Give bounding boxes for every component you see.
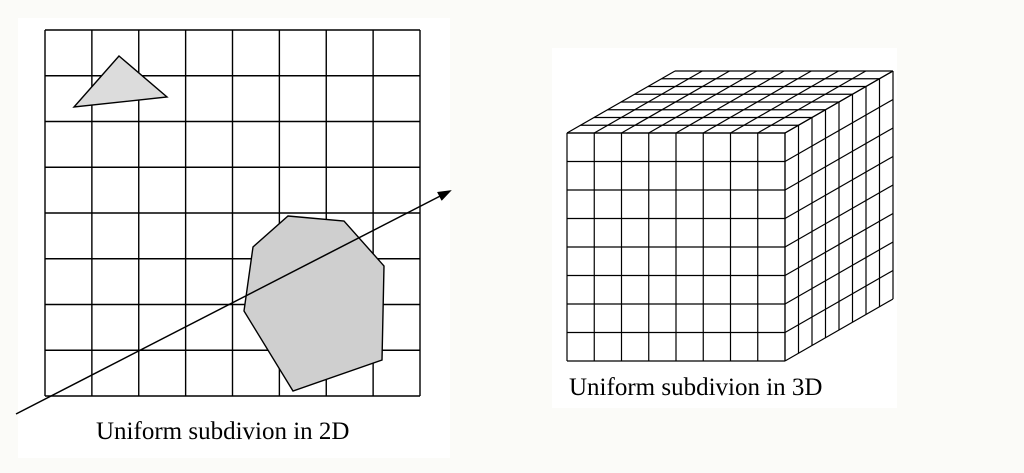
cube-side-line-depth <box>784 269 894 334</box>
caption-3d: Uniform subdivion in 3D <box>569 374 823 401</box>
cube-top-line-depth <box>730 70 839 134</box>
cube-3d <box>566 70 894 362</box>
cube-top-line-depth <box>702 70 812 134</box>
cube-side-face <box>784 70 894 362</box>
polygon-object <box>243 215 385 392</box>
cube-side-line-depth <box>784 241 894 305</box>
caption-2d: Uniform subdivion in 2D <box>96 418 350 445</box>
cube-side-line-depth <box>784 212 894 277</box>
cube-side-line-depth <box>784 298 894 362</box>
triangle-object <box>72 55 169 108</box>
ray-arrow <box>15 190 452 415</box>
cube-top-line-depth <box>757 70 867 134</box>
cube-front-face <box>566 132 786 362</box>
cube-top-face <box>566 70 894 134</box>
